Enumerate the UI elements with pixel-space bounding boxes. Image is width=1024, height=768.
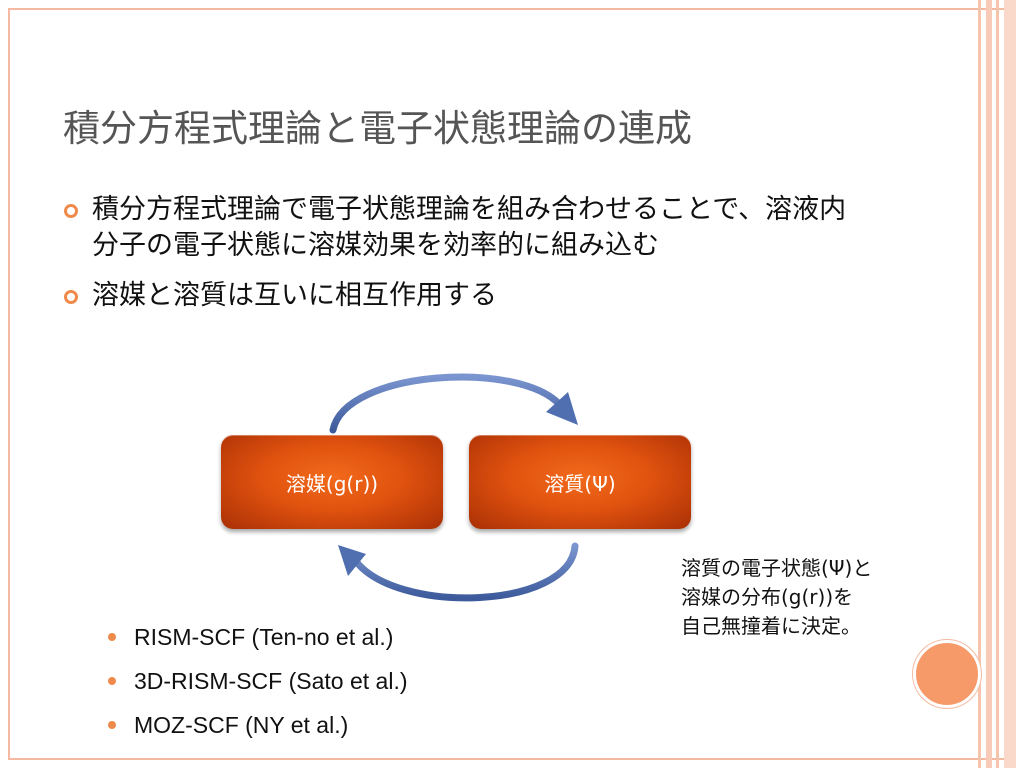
method-text: MOZ-SCF (NY et al.) [134,712,349,738]
method-item: MOZ-SCF (NY et al.) [104,703,408,747]
method-list: RISM-SCF (Ten-no et al.) 3D-RISM-SCF (Sa… [104,615,408,747]
bullet-list: 積分方程式理論で電子状態理論を組み合わせることで、溶液内分子の電子状態に溶媒効果… [62,192,862,328]
bullet-item: 溶媒と溶質は互いに相互作用する [62,278,862,314]
solute-box: 溶質(Ψ) [469,435,691,529]
bullet-dot-icon [108,677,116,685]
method-text: 3D-RISM-SCF (Sato et al.) [134,668,408,694]
method-item: RISM-SCF (Ten-no et al.) [104,615,408,659]
note-line: 自己無撞着に決定。 [681,614,861,638]
note-line: 溶質の電子状態(Ψ)と [681,556,873,580]
decorative-stripe [986,0,992,768]
bullet-text: 溶媒と溶質は互いに相互作用する [92,280,497,311]
scf-note: 溶質の電子状態(Ψ)と 溶媒の分布(g(r))を 自己無撞着に決定。 [681,554,872,641]
bullet-dot-icon [108,721,116,729]
bullet-text: 積分方程式理論で電子状態理論を組み合わせることで、溶液内分子の電子状態に溶媒効果… [92,194,847,261]
bullet-item: 積分方程式理論で電子状態理論を組み合わせることで、溶液内分子の電子状態に溶媒効果… [62,192,862,264]
slide-title: 積分方程式理論と電子状態理論の連成 [63,107,692,150]
decorative-stripe [1004,0,1016,768]
decorative-stripe [978,0,981,768]
solvent-box: 溶媒(g(r)) [221,435,443,529]
bullet-ring-icon [64,204,78,218]
solvent-label: 溶媒(g(r)) [285,471,379,496]
method-text: RISM-SCF (Ten-no et al.) [134,624,394,650]
method-item: 3D-RISM-SCF (Sato et al.) [104,659,408,703]
note-line: 溶媒の分布(g(r))を [681,585,854,609]
bullet-dot-icon [108,633,116,641]
decorative-stripe [996,0,999,768]
bullet-ring-icon [64,290,78,304]
decorative-circle [913,640,981,708]
solute-label: 溶質(Ψ) [544,471,616,496]
